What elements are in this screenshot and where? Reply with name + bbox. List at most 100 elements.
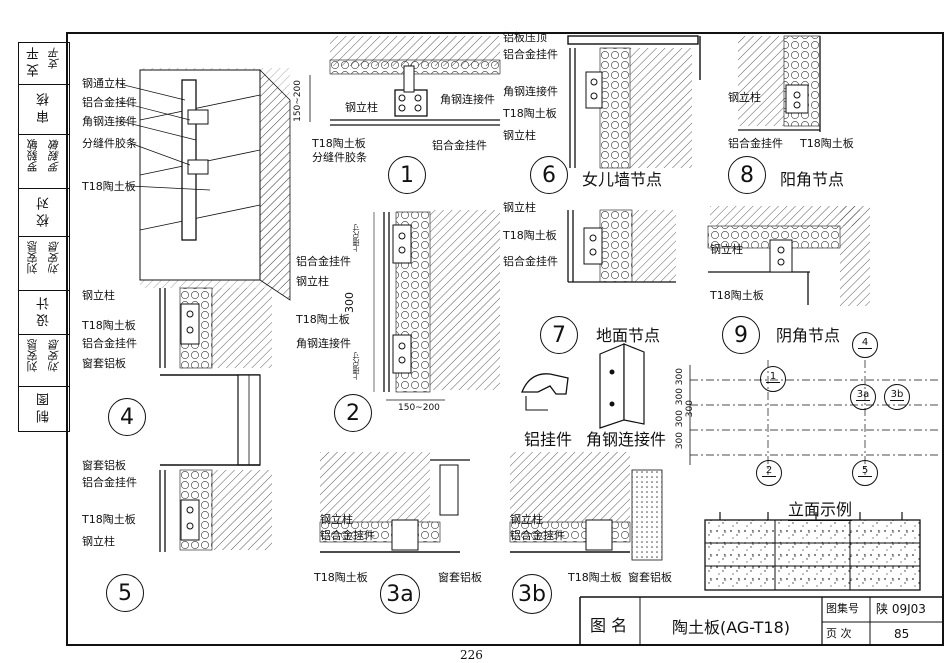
detail-8-view — [738, 35, 821, 132]
detail-9-marker: 9 — [722, 316, 760, 354]
d8-label-panel: T18陶土板 — [800, 137, 854, 150]
d7-label-clip: 铝合金挂件 — [503, 255, 558, 268]
d1-label-strip: 分缝件胶条 — [312, 151, 367, 164]
title-block-page-label: 页 次 — [826, 627, 852, 640]
elev-dim-1: 300 — [675, 368, 685, 386]
d5-label-clip: 铝合金挂件 — [82, 476, 137, 489]
detail-8-marker: 8 — [728, 156, 766, 194]
d5-label-trim: 窗套铝板 — [82, 459, 126, 472]
d1-label-column: 钢立柱 — [345, 101, 378, 114]
drawing-frame — [66, 32, 944, 646]
elev-dim-4: 300 — [675, 432, 685, 450]
d8-label-clip: 铝合金挂件 — [728, 137, 783, 150]
detail-6-view — [567, 35, 701, 169]
detail-9-title: 阴角节点 — [776, 326, 841, 345]
d9-label-panel: T18陶土板 — [710, 289, 764, 302]
iso-label-2: 铝合金挂件 — [82, 96, 137, 109]
detail-1-marker: 1 — [388, 156, 426, 194]
elevation-grid — [689, 360, 940, 475]
d6-label-angle: 角钢连接件 — [503, 85, 558, 98]
d4-label-panel: T18陶土板 — [82, 319, 136, 332]
d5-label-column: 钢立柱 — [82, 535, 115, 548]
d2-dim-width: 150~200 — [398, 403, 440, 413]
iso-view — [119, 68, 291, 301]
detail-2-marker: 2 — [334, 394, 372, 432]
d3b-label-panel: T18陶土板 — [568, 571, 622, 584]
detail-7-marker: 7 — [540, 316, 578, 354]
d2-label-clip: 铝合金挂件 — [296, 255, 351, 268]
parts-view — [521, 343, 645, 429]
iso-label-5: T18陶土板 — [82, 180, 136, 193]
d3a-label-trim: 窗套铝板 — [438, 571, 482, 584]
d6-label-panel: T18陶土板 — [503, 107, 557, 120]
detail-7-title: 地面节点 — [596, 326, 661, 345]
d4-label-clip: 铝合金挂件 — [82, 337, 137, 350]
detail-9-view — [707, 206, 870, 306]
detail-8-title: 阳角节点 — [780, 170, 845, 189]
detail-7-view — [567, 209, 676, 283]
elevation-panel — [704, 512, 921, 591]
title-block-name: 陶土板(AG-T18) — [672, 618, 790, 637]
title-block-atlas: 陕 09J03 — [876, 602, 926, 616]
clip-part-title: 铝挂件 — [524, 430, 573, 449]
d3a-label-column: 钢立柱 — [320, 513, 353, 526]
detail-3b-view — [509, 452, 663, 561]
iso-label-1: 钢通立柱 — [82, 77, 126, 90]
elev-ref-2: 2 — [756, 460, 782, 486]
detail-3a-view — [319, 452, 470, 553]
d2-dim-top: 上墙尺寸 — [352, 224, 360, 252]
d2-label-angle: 角钢连接件 — [296, 337, 351, 350]
angle-part-title: 角钢连接件 — [586, 430, 667, 449]
d2-dim-300: 300 — [343, 292, 356, 313]
sig-cell-4: 校 对 — [19, 189, 69, 237]
d2-label-panel: T18陶土板 — [296, 313, 350, 326]
detail-5-view — [159, 469, 272, 552]
elev-ref-4: 4 — [852, 332, 878, 358]
d7-label-panel: T18陶土板 — [503, 229, 557, 242]
d6-label-cap: 铝板压顶 — [503, 31, 547, 44]
elev-ref-3a: 3a — [850, 384, 876, 410]
elevation-title: 立面示例 — [788, 496, 853, 521]
detail-1-view — [309, 36, 501, 126]
sig-cell-7: 刘安恳 刘安恳 — [19, 335, 69, 387]
detail-5-marker: 5 — [106, 574, 144, 612]
detail-6-title: 女儿墙节点 — [582, 170, 663, 189]
elev-ref-1: 1 — [760, 366, 786, 392]
d1-label-angle: 角钢连接件 — [440, 93, 495, 106]
sig-cell-5: 刘安恳 刘安恳 — [19, 237, 69, 291]
d1-dim: 150~200 — [293, 80, 303, 122]
d3b-label-column: 钢立柱 — [510, 513, 543, 526]
d6-label-clip: 铝合金挂件 — [503, 48, 558, 61]
signature-strip: 支 平 支平 审 核 罗毅敏 罗毅敏 校 对 刘安恳 刘安恳 设 计 刘安恳 刘… — [18, 42, 70, 432]
d7-label-column: 钢立柱 — [503, 201, 536, 214]
elev-ref-5: 5 — [852, 460, 878, 486]
d3b-label-trim: 窗套铝板 — [628, 571, 672, 584]
d2-label-column: 钢立柱 — [296, 275, 329, 288]
page-number: 226 — [460, 648, 483, 662]
sig-cell-2: 审 核 — [19, 85, 69, 135]
title-block-page: 85 — [894, 627, 910, 641]
title-block-name-label: 图 名 — [590, 616, 628, 635]
iso-label-3: 角钢连接件 — [82, 115, 137, 128]
detail-4-view — [159, 287, 272, 466]
sig-cell-1: 支 平 支平 — [19, 43, 69, 85]
title-block-atlas-label: 图集号 — [826, 602, 859, 615]
d4-label-column: 钢立柱 — [82, 289, 115, 302]
d3b-label-clip: 铝合金挂件 — [510, 529, 565, 542]
d9-label-column: 钢立柱 — [710, 243, 743, 256]
sig-cell-6: 设 计 — [19, 291, 69, 335]
elev-ref-3b: 3b — [884, 384, 910, 410]
d3a-label-panel: T18陶土板 — [314, 571, 368, 584]
detail-3b-marker: 3b — [512, 574, 552, 614]
detail-4-marker: 4 — [108, 398, 146, 436]
d8-label-column: 钢立柱 — [728, 91, 761, 104]
detail-6-marker: 6 — [530, 156, 568, 194]
d1-label-panel: T18陶土板 — [312, 137, 366, 150]
d2-dim-bottom: 上墙尺寸 — [352, 352, 360, 380]
sig-cell-3: 罗毅敏 罗毅敏 — [19, 135, 69, 189]
iso-label-4: 分缝件胶条 — [82, 137, 137, 150]
d6-label-column: 钢立柱 — [503, 129, 536, 142]
detail-3a-marker: 3a — [380, 574, 420, 614]
d4-label-trim: 窗套铝板 — [82, 357, 126, 370]
